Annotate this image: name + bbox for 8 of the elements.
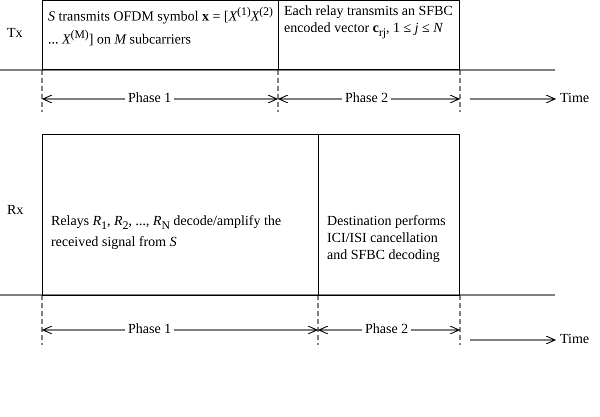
time-label: Time [559, 332, 590, 348]
row-label: Rx [6, 203, 24, 219]
time-label: Time [559, 91, 590, 107]
phase-box: Relays R$_{1}$, R$_{2}$, ..., R$_{N}$ decode/amplify the received signal from S [42, 134, 319, 296]
phase-box: S transmits OFDM symbol x = [X$^{(1)}$X$^{(2)}$ ... X$^{(M)}$] on M subcarriers [42, 0, 279, 70]
phase-box: Each relay transmits an SFBC encoded vector c$_{rj}$, 1 ≤ j ≤ N [278, 0, 460, 70]
row-label: Tx [6, 26, 24, 42]
phase-box: Destination performs ICI/ISI cancellation and SFBC decoding [318, 134, 460, 296]
